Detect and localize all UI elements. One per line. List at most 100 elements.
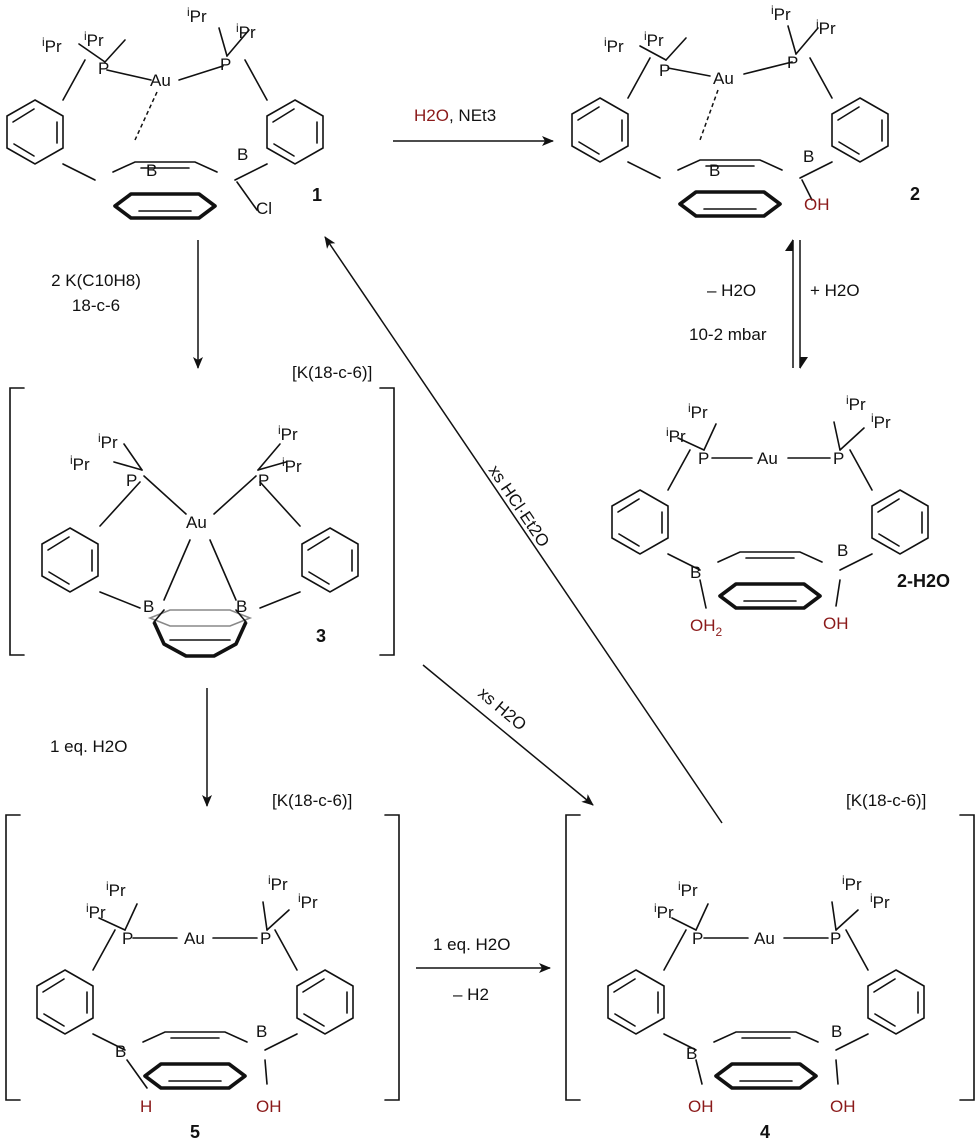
oh-group-2h2o: OH [823,614,849,633]
bracket-right-3 [379,387,395,656]
oh2-group-2h2o: OH2 [690,616,723,639]
h-atom-5: H [140,1097,152,1116]
svg-text:iPr: iPr [870,891,890,912]
b-atom-2a: B [709,161,720,180]
b-atom-3a: B [143,597,154,616]
compound-label-4: 4 [760,1122,770,1142]
compound-label-2: 2 [910,184,920,204]
compound-5 [37,901,353,1089]
reagent-1-to-3-line1: 2 K(C10H8) [51,271,141,290]
svg-text:iPr: iPr [846,393,866,414]
p-atom-5b: P [260,929,271,948]
compound-3 [41,443,359,658]
b-atom-4a: B [686,1044,697,1063]
ipr-group-4b: iPr [678,879,698,900]
svg-text:iPr: iPr [871,411,891,432]
ipr-group-5a: iPr [86,901,106,922]
compound-label-2-h2o: 2-H2O [897,571,950,591]
p-atom-4a: P [692,929,703,948]
ipr-group-1a: iPr [42,35,62,56]
reagent-5-to-4-top: 1 eq. H2O [433,935,511,954]
ipr-group-2d: iPr [816,17,836,38]
bracket-right-4 [959,814,975,1101]
au-atom-3: Au [186,513,207,532]
ipr-group-2b: iPr [644,29,664,50]
oh-group-4b: OH [830,1097,856,1116]
b-atom-1a: B [146,161,157,180]
p-atom-2h2o-a: P [698,449,709,468]
svg-text:iPr: iPr [816,17,836,38]
ipr-group-4d: iPr [870,891,890,912]
svg-text:iPr: iPr [688,401,708,422]
au-atom-5: Au [184,929,205,948]
svg-text:iPr: iPr [604,35,624,56]
bracket-right-5 [384,814,400,1101]
svg-text:iPr: iPr [236,21,256,42]
ipr-group-2c: iPr [771,3,791,24]
reagent-1-to-2: H2O, NEt3 [414,106,496,125]
b-atom-2b: B [803,147,814,166]
oh-group-5: OH [256,1097,282,1116]
oh-group-2: OH [804,195,830,214]
p-atom-4b: P [830,929,841,948]
p-atom-2a: P [659,61,670,80]
svg-text:iPr: iPr [282,455,302,476]
counterion-5: [K(18-c-6)] [272,791,352,810]
ipr-group-2a: iPr [604,35,624,56]
svg-text:iPr: iPr [644,29,664,50]
au-atom-1: Au [150,71,171,90]
b-atom-1b: B [237,145,248,164]
p-atom-2h2o-b: P [833,449,844,468]
compound-label-1: 1 [312,185,322,205]
reagent-3-to-4: xs H2O [474,684,530,735]
p-atom-1b: P [220,55,231,74]
counterion-3: [K(18-c-6)] [292,363,372,382]
oh-group-4a: OH [688,1097,714,1116]
arrow-3-to-4 [422,664,594,806]
ipr-group-2h2o-c: iPr [846,393,866,414]
ipr-group-3d: iPr [282,455,302,476]
compound-2 [572,25,888,216]
b-atom-5b: B [256,1022,267,1041]
counterion-4: [K(18-c-6)] [846,791,926,810]
ipr-group-3a: iPr [70,453,90,474]
b-atom-2h2o-b: B [837,541,848,560]
b-atom-2h2o-a: B [690,563,701,582]
b-atom-3b: B [236,597,247,616]
svg-text:iPr: iPr [268,873,288,894]
svg-text:iPr: iPr [98,431,118,452]
arrow-4-to-1 [324,236,723,824]
svg-text:iPr: iPr [70,453,90,474]
compound-1 [7,27,323,218]
condition-plus-water: + H2O [810,281,860,300]
bracket-left-5 [5,814,21,1101]
condition-minus-water: – H2O [707,281,756,300]
svg-text:iPr: iPr [84,29,104,50]
ipr-group-3b: iPr [98,431,118,452]
ipr-group-4a: iPr [654,901,674,922]
bracket-left-3 [9,387,25,656]
cl-atom-1: Cl [256,199,272,218]
b-atom-4b: B [831,1022,842,1041]
ipr-group-5d: iPr [298,891,318,912]
compound-label-5: 5 [190,1122,200,1142]
compound-4 [608,901,924,1088]
svg-text:iPr: iPr [666,425,686,446]
ipr-group-1c: iPr [187,5,207,26]
svg-text:iPr: iPr [654,901,674,922]
au-atom-2: Au [713,69,734,88]
svg-text:iPr: iPr [86,901,106,922]
p-atom-2b: P [787,53,798,72]
compound-label-3: 3 [316,626,326,646]
ipr-group-4c: iPr [842,873,862,894]
p-atom-3a: P [126,471,137,490]
svg-text:iPr: iPr [298,891,318,912]
ipr-group-3c: iPr [278,423,298,444]
bracket-left-4 [565,814,581,1101]
svg-text:iPr: iPr [842,873,862,894]
p-atom-1a: P [98,59,109,78]
au-atom-4: Au [754,929,775,948]
svg-text:iPr: iPr [771,3,791,24]
ipr-group-5c: iPr [268,873,288,894]
